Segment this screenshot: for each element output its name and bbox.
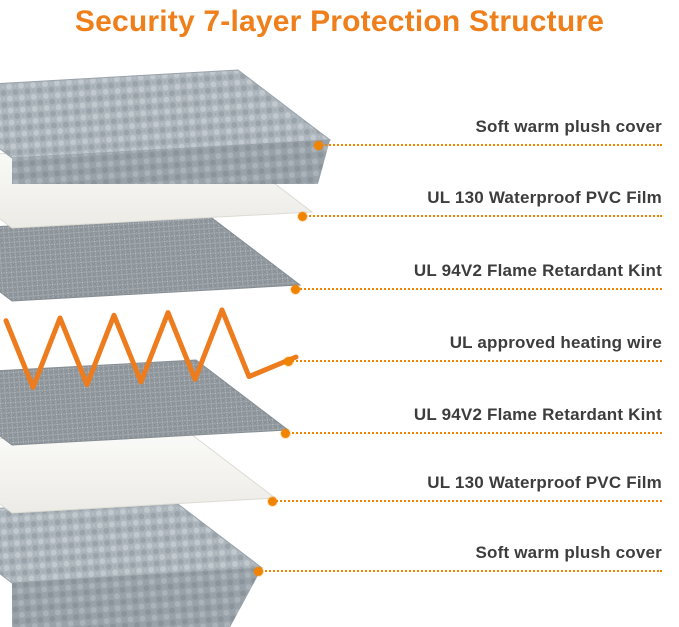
layer-point-dot (284, 357, 293, 366)
layer-label-text: Soft warm plush cover (475, 117, 662, 136)
layer-label-text: UL 130 Waterproof PVC Film (427, 473, 662, 492)
layer-label-7: Soft warm plush cover (254, 538, 662, 576)
sheet-1-plush-edge (12, 140, 330, 184)
layer-point-dot (281, 429, 290, 438)
layer-label-text: UL 94V2 Flame Retardant Kint (413, 405, 662, 424)
layer-label-6: UL 130 Waterproof PVC Film (268, 468, 662, 506)
layer-label-text: UL 94V2 Flame Retardant Kint (413, 261, 662, 280)
layer-point-dot (268, 497, 277, 506)
layer-label-text: UL approved heating wire (449, 333, 662, 352)
layer-label-text: UL 130 Waterproof PVC Film (427, 188, 662, 207)
layer-point-dot (314, 141, 323, 150)
sheet-7-plush-edge (12, 568, 262, 627)
layer-label-4: UL approved heating wire (284, 328, 662, 366)
layer-point-dot (254, 567, 263, 576)
layer-point-dot (291, 285, 300, 294)
sheet-3-mesh (0, 214, 302, 302)
page-title: Security 7-layer Protection Structure (74, 5, 605, 38)
heating-wire (3, 307, 299, 390)
layer-label-text: Soft warm plush cover (475, 543, 662, 562)
layer-point-dot (298, 212, 307, 221)
layer-label-5: UL 94V2 Flame Retardant Kint (281, 400, 662, 438)
layer-label-1: Soft warm plush cover (314, 112, 662, 150)
layer-label-2: UL 130 Waterproof PVC Film (298, 183, 662, 221)
layer-label-3: UL 94V2 Flame Retardant Kint (291, 256, 662, 294)
